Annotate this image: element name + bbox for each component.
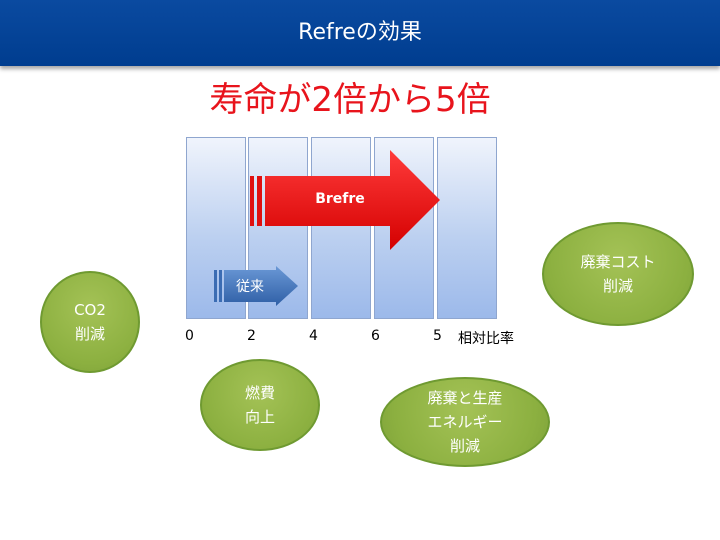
bubble-energy: 廃棄と生産 エネルギー 削減: [380, 377, 550, 467]
column-band-3: [311, 137, 371, 319]
bubble-co2-line-1: CO2: [74, 301, 106, 319]
bubble-fuel: 燃費 向上: [200, 359, 320, 451]
tick-label-2: 4: [309, 328, 318, 344]
tick-label-1: 2: [247, 328, 256, 344]
tick-label-3: 6: [371, 328, 380, 344]
bubble-fuel-line-1: 燃費: [244, 384, 275, 402]
slide-title: Refreの効果: [298, 20, 422, 45]
title-bar: Refreの効果: [0, 0, 720, 66]
bubble-waste-cost-line-1: 廃棄コスト: [580, 253, 656, 271]
bubble-energy-line-3: 削減: [449, 437, 480, 455]
bubble-energy-line-1: 廃棄と生産: [427, 389, 503, 407]
tick-label-0: 0: [185, 328, 194, 344]
bubble-co2-line-2: 削減: [74, 325, 105, 343]
bubble-waste-cost: 廃棄コスト 削減: [542, 222, 694, 326]
column-band-5: [437, 137, 497, 319]
bubble-waste-cost-line-2: 削減: [602, 277, 633, 295]
conventional-label: 従来: [236, 279, 264, 295]
bubble-fuel-line-2: 向上: [244, 408, 275, 426]
brefre-label: Brefre: [315, 191, 365, 207]
bubble-co2: CO2 削減: [40, 271, 140, 373]
conventional-arrow-shape: [214, 266, 298, 306]
tick-label-4: 5: [433, 328, 442, 344]
brefre-arrow: Brefre: [250, 150, 442, 258]
headline: 寿命が2倍から5倍: [209, 80, 491, 120]
conventional-arrow: 従来: [214, 266, 300, 312]
axis-label: 相対比率: [458, 331, 514, 347]
bubble-energy-line-2: エネルギー: [427, 413, 503, 431]
brefre-arrow-shape: [250, 150, 440, 250]
